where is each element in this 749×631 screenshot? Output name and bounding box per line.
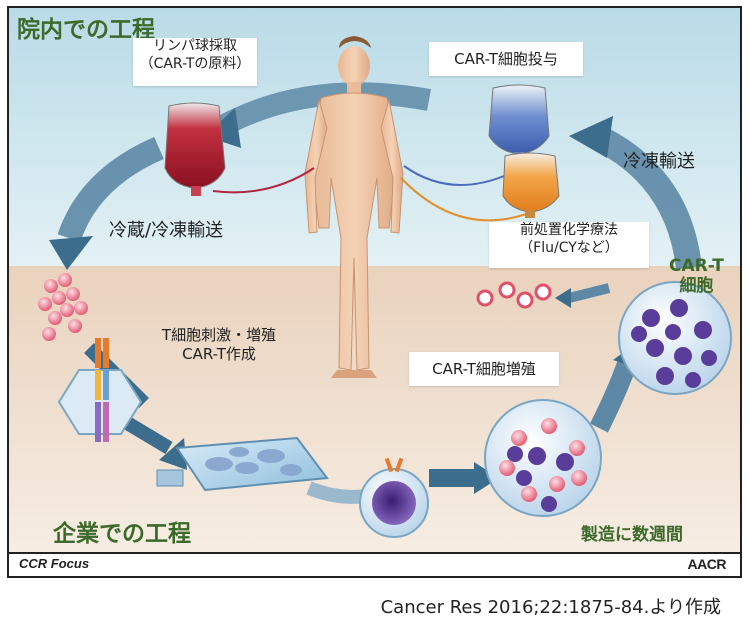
flow-arrow-head — [49, 236, 93, 270]
culture-flask — [156, 436, 329, 492]
prechemo-line2: （Flu/CYなど） — [519, 239, 619, 256]
ccr-focus-logo: CCR Focus — [19, 556, 90, 571]
citation-text: Cancer Res 2016;22:1875-84.より作成 — [380, 597, 721, 618]
flow-arrow-infusion — [567, 283, 611, 303]
diagram-frame: 院内での工程 企業での工程 リンパ球採取 （CAR-Tの原料） CAR-T細胞投… — [7, 6, 742, 578]
frozen-transport-label: 冷凍輸送 — [623, 151, 695, 172]
stimulated-t-cell — [359, 457, 429, 538]
footer-bar: CCR Focus AACR — [9, 552, 740, 576]
cold-transport-label: 冷蔵/冷凍輸送 — [109, 220, 224, 241]
manufacturing-weeks-label: 製造に数週間 — [581, 525, 683, 545]
lymphocyte-collection-box: リンパ球採取 （CAR-Tの原料） — [133, 38, 257, 86]
lymph-collect-line2: （CAR-Tの原料） — [139, 55, 251, 72]
expansion-sphere — [484, 399, 602, 517]
diagram-illustration — [9, 8, 740, 576]
flow-arrow-frozen-transport — [592, 126, 702, 270]
t-stim-line1: T細胞刺激・増殖 — [161, 326, 277, 344]
chemo-line — [400, 177, 530, 222]
infused-cells — [476, 281, 552, 309]
car-t-cells-label: CAR-T 細胞 — [669, 256, 724, 297]
lymph-collect-line1: リンパ球採取 — [153, 38, 237, 54]
lymphocyte-bag — [164, 102, 226, 196]
hospital-process-title: 院内での工程 — [17, 17, 155, 43]
prechemo-box: 前処置化学療法 （Flu/CYなど） — [489, 222, 649, 268]
car-t-admin-box: CAR-T細胞投与 — [429, 42, 583, 76]
company-process-title: 企業での工程 — [53, 521, 191, 547]
prechemo-line1: 前処置化学療法 — [520, 222, 618, 238]
flow-arrow-head — [569, 116, 613, 158]
car-t-cells-line2: 細胞 — [679, 276, 714, 297]
flow-arrow-admin-to-collect — [213, 82, 431, 138]
patient-figure — [304, 36, 404, 378]
collected-lymphocytes — [38, 273, 88, 341]
flow-arrow-cold-transport — [57, 136, 164, 243]
t-cell-stimulation-label: T細胞刺激・増殖 CAR-T作成 — [129, 326, 309, 364]
car-t-line — [403, 165, 505, 186]
blood-line — [212, 167, 315, 194]
chemo-bag — [502, 152, 560, 218]
car-vector — [57, 338, 143, 442]
car-t-cells-line1: CAR-T — [669, 256, 724, 276]
car-t-sphere — [618, 281, 732, 395]
t-stim-line2: CAR-T作成 — [182, 344, 256, 363]
car-t-expansion-box: CAR-T細胞増殖 — [409, 352, 559, 386]
aacr-logo: AACR — [687, 556, 727, 572]
